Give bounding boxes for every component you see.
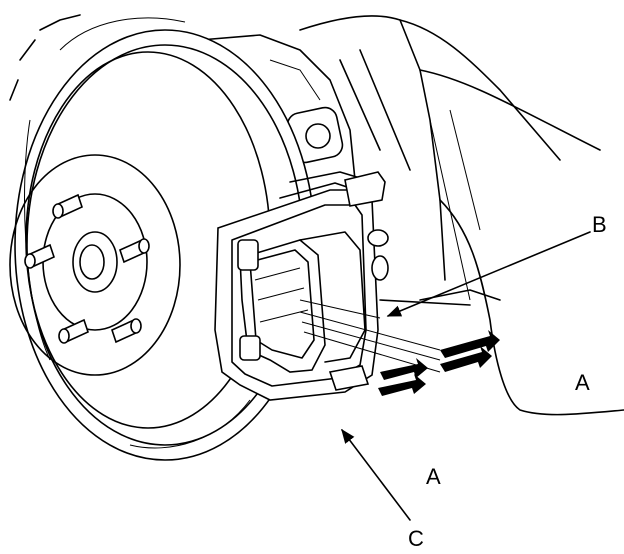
callout-a-bottom: A: [426, 464, 441, 489]
leader-line-b: [386, 231, 591, 317]
brake-pads: [237, 231, 366, 373]
leader-line-c: [341, 428, 411, 521]
clearance-arrows-lower: [378, 358, 428, 396]
callout-c: C: [408, 526, 424, 551]
guide-pin: [328, 171, 389, 391]
callout-b: B: [592, 212, 607, 237]
callout-a-right: A: [575, 370, 590, 395]
clearance-arrows-upper: [440, 330, 500, 372]
wheel-studs: [24, 193, 150, 344]
